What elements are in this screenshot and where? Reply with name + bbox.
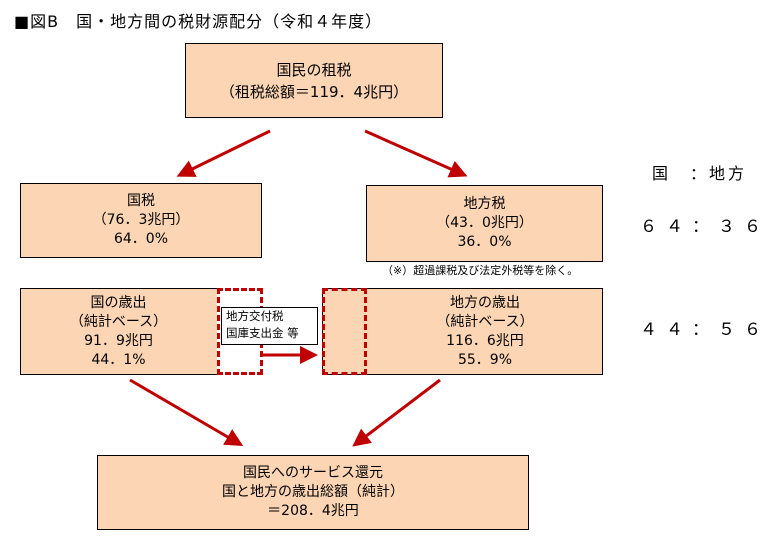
- ratio-expenditure: ４４：５６: [640, 320, 770, 340]
- arrow-to-local-tax: [364, 129, 468, 178]
- service-box: 国民へのサービス還元 国と地方の歳出総額（純計） ＝208．4兆円: [97, 455, 529, 530]
- national-tax-share: 64．0%: [113, 231, 169, 247]
- ratio-tax: ６４：３６: [640, 217, 770, 237]
- transfer-line1: 地方交付税: [226, 309, 284, 323]
- service-total: ＝208．4兆円: [267, 503, 359, 519]
- national-exp-share: 44．1%: [91, 351, 146, 368]
- total-tax-amount: （租税総額＝119．4兆円）: [219, 82, 409, 101]
- local-exp-amount: 116．6兆円: [446, 332, 524, 349]
- national-tax-amount: （76．3兆円）: [92, 212, 190, 228]
- local-tax-share: 36．0%: [457, 234, 512, 250]
- national-tax-box: 国税 （76．3兆円） 64．0%: [20, 183, 262, 258]
- arrow-national-to-service: [129, 378, 244, 447]
- arrow-to-national-tax: [176, 129, 271, 177]
- national-exp-basis: （純計ベース）: [69, 313, 168, 330]
- diagram-title: ■図B 国・地方間の税財源配分（令和４年度）: [14, 12, 383, 31]
- transfer-label-box: 地方交付税 国庫支出金 等: [221, 307, 318, 345]
- local-exp-basis: （純計ベース）: [436, 313, 534, 330]
- total-tax-box: 国民の租税 （租税総額＝119．4兆円）: [185, 43, 443, 118]
- total-tax-label: 国民の租税: [276, 60, 352, 79]
- local-tax-box: 地方税 （43．0兆円） 36．0%: [366, 185, 603, 262]
- footnote: （※）超過課税及び法定外税等を除く。: [382, 264, 579, 277]
- arrow-local-to-service: [352, 378, 441, 447]
- local-tax-amount: （43．0兆円）: [436, 215, 533, 231]
- local-exp-label: 地方の歳出: [450, 294, 520, 311]
- national-tax-label: 国税: [127, 193, 155, 209]
- local-tax-label: 地方税: [463, 196, 506, 212]
- transfer-line2: 国庫支出金 等: [226, 326, 299, 340]
- local-exp-share: 55．9%: [457, 351, 513, 368]
- service-line2: 国と地方の歳出総額（純計）: [222, 484, 404, 500]
- ratio-header: 国 ：地方: [652, 164, 748, 183]
- local-expenditure-box: 地方の歳出 （純計ベース） 116．6兆円 55．9%: [322, 288, 603, 375]
- service-line1: 国民へのサービス還元: [243, 465, 383, 481]
- national-exp-label: 国の歳出: [90, 294, 147, 311]
- national-exp-amount: 91．9兆円: [84, 332, 153, 349]
- transfer-in-region: [322, 288, 367, 375]
